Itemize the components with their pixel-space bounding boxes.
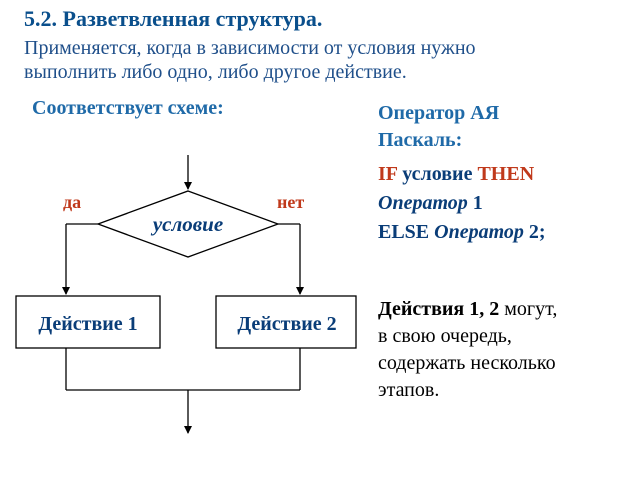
code-line-else: ELSE Оператор 2; [378,221,546,244]
note-line-1-rest: могут, [499,298,558,320]
intro-text: Применяется, когда в зависимости от усло… [24,36,476,84]
keyword-if: IF [378,163,398,185]
intro-line-2: выполнить либо одно, либо другое действи… [24,61,407,83]
slide-heading: 5.2. Разветвленная структура. [24,6,322,32]
operator-2-word: Оператор [429,221,524,243]
section-number: 5.2. [24,6,57,31]
action-1-box [15,295,161,349]
actions-note: Действия 1, 2 могут, в свою очередь, сод… [378,296,557,404]
section-title: Разветвленная структура. [62,6,323,31]
pascal-title-line-1: Оператор АЯ [378,102,500,124]
yes-label: да [63,192,81,212]
action-2-label: Действие 2 [237,313,336,335]
action-2-box [215,295,357,349]
condition-label: условие [150,212,223,236]
keyword-else: ELSE [378,221,430,243]
note-line-4: этапов. [378,379,440,401]
action-1-label: Действие 1 [38,313,137,335]
scheme-label: Соответствует схеме: [32,97,224,119]
code-line-operator-1: Оператор 1 [378,192,483,215]
keyword-then: THEN [477,163,535,185]
pascal-title-line-2: Паскаль: [378,129,463,151]
note-bold: Действия 1, 2 [378,298,500,320]
operator-1-number: 1 [467,192,483,214]
code-line-if: IF условие THEN [378,163,534,186]
note-line-3: содержать несколько [378,352,556,374]
condition-diamond [96,190,280,258]
pascal-title: Оператор АЯ Паскаль: [378,100,499,154]
intro-line-1: Применяется, когда в зависимости от усло… [24,37,476,59]
note-line-1: Действия 1, 2 могут, [378,296,557,323]
note-line-2: в свою очередь, [378,325,512,347]
code-condition: условие [397,163,478,185]
no-label: нет [277,192,304,212]
operator-1-word: Оператор [378,192,468,214]
operator-2-number: 2; [523,221,546,243]
